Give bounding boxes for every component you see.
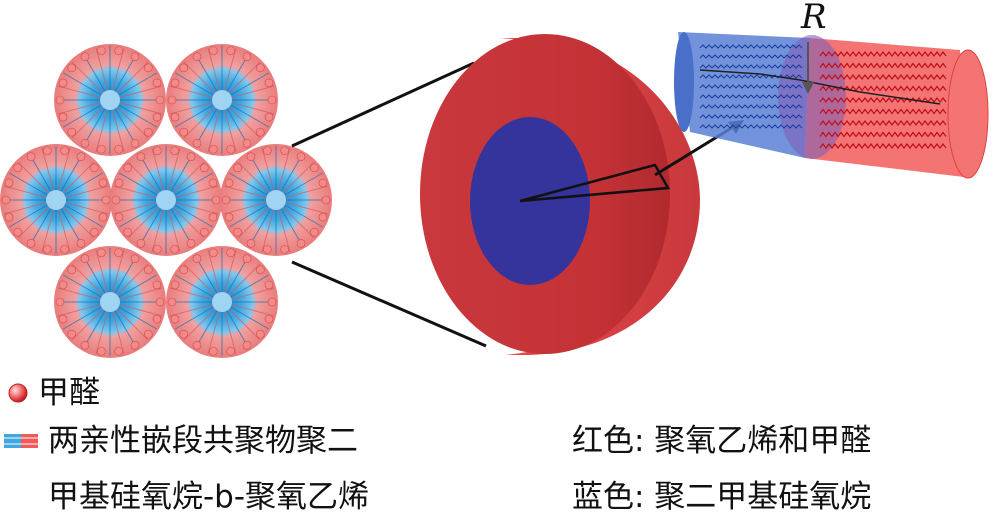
cylinder-left-cap bbox=[674, 32, 694, 132]
pdms-chain bbox=[699, 84, 803, 89]
legend-copolymer-line1: 两亲性嵌段共聚物聚二 bbox=[48, 423, 358, 459]
peo-chain bbox=[819, 74, 947, 80]
micelle-3 bbox=[0, 144, 112, 256]
copolymer-chain-icon bbox=[4, 434, 38, 448]
micelle-1 bbox=[54, 44, 166, 156]
zoom-line-top bbox=[291, 61, 475, 148]
pdms-chain bbox=[699, 114, 803, 119]
micelle-6 bbox=[54, 246, 166, 358]
copolymer-cylinder bbox=[674, 32, 989, 179]
legend-copolymer-line2: 甲基硅氧烷-b-聚氧乙烯 bbox=[48, 479, 370, 515]
peo-chain bbox=[819, 143, 947, 149]
peo-chain bbox=[819, 97, 947, 103]
pdms-chain bbox=[699, 44, 803, 49]
cylinder-red-part bbox=[805, 38, 972, 178]
legend-blue-meaning: 蓝色: 聚二甲基硅氧烷 bbox=[572, 479, 872, 515]
micelle-4 bbox=[110, 144, 222, 256]
pdms-chain bbox=[699, 104, 803, 109]
micelle-5 bbox=[220, 144, 332, 256]
pdms-chain bbox=[699, 64, 803, 69]
zoom-line-bottom bbox=[291, 260, 487, 348]
radius-arrow-head bbox=[802, 82, 814, 94]
legend-formaldehyde-label: 甲醛 bbox=[38, 375, 100, 411]
peo-chain bbox=[819, 131, 947, 138]
peo-chain bbox=[819, 85, 947, 92]
cylinder-right-cap bbox=[947, 49, 989, 179]
polymer-chains bbox=[699, 44, 947, 149]
micelle-cross-section-disk bbox=[420, 34, 700, 355]
micelle-2 bbox=[166, 44, 278, 156]
radius-label: R bbox=[801, 0, 827, 37]
formaldehyde-ball-icon bbox=[8, 383, 28, 403]
peo-chain bbox=[819, 108, 947, 115]
micelle-7 bbox=[166, 246, 278, 358]
pdms-chain bbox=[699, 54, 803, 59]
peo-chain bbox=[819, 62, 947, 69]
peo-chain bbox=[819, 120, 947, 126]
legend-red-meaning: 红色: 聚氧乙烯和甲醛 bbox=[572, 423, 872, 459]
pdms-chain bbox=[699, 94, 803, 99]
micelle-cluster bbox=[0, 44, 332, 358]
cylinder-overlap bbox=[778, 35, 846, 159]
peo-chain bbox=[819, 51, 947, 57]
chain-backbone bbox=[699, 69, 941, 105]
pdms-chain bbox=[699, 124, 803, 129]
